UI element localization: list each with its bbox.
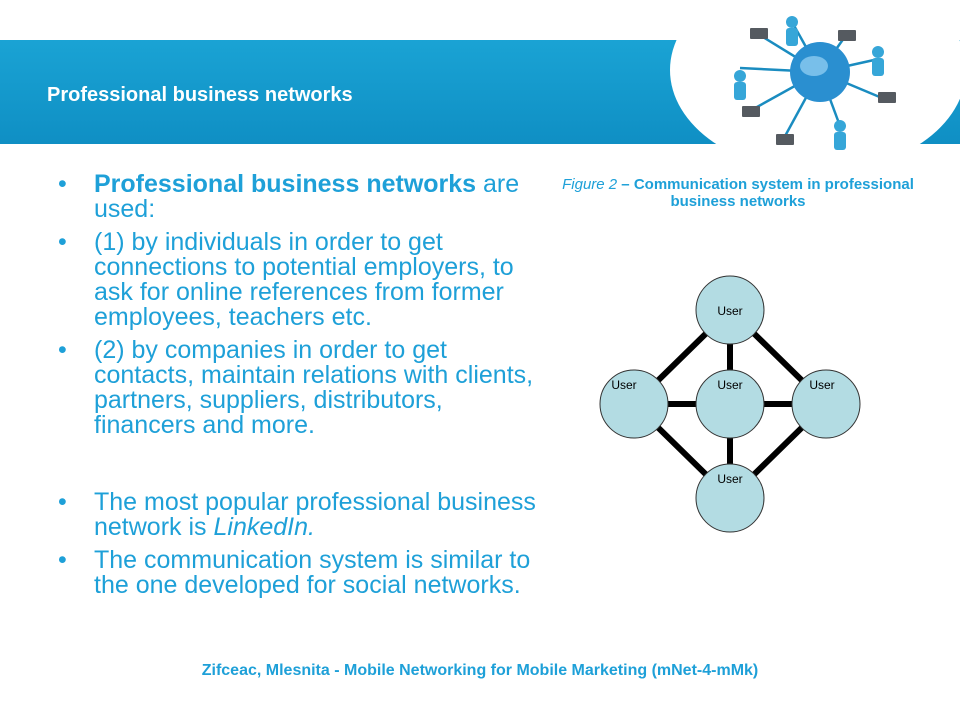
- bullet-text: The communication system is similar to t…: [94, 546, 531, 599]
- figure-caption: Figure 2 – Communication system in profe…: [548, 176, 928, 210]
- node-left-label: User: [611, 378, 636, 392]
- node-right-label: User: [809, 378, 834, 392]
- footer-citation: Zifceac, Mlesnita - Mobile Networking fo…: [201, 662, 759, 679]
- figure-label: Figure 2: [562, 176, 618, 193]
- node-top: [695, 275, 765, 345]
- bullet-bold-phrase: Professional business networks: [94, 170, 477, 198]
- slide-title: Professional business networks: [47, 84, 353, 106]
- node-center: [695, 369, 765, 439]
- bullet-item: Professional business networks are used:: [58, 172, 548, 222]
- bullet-item: The communication system is similar to t…: [58, 548, 548, 598]
- bullet-list: Professional business networks are used:…: [58, 172, 548, 606]
- bullet-item: (2) by companies in order to get contact…: [58, 338, 548, 438]
- bullet-item: The most popular professional business n…: [58, 490, 548, 540]
- node-center-label: User: [717, 378, 742, 392]
- node-bottom-label: User: [717, 472, 742, 486]
- bullet-text: The most popular professional business n…: [94, 488, 536, 541]
- node-top-label: User: [717, 304, 742, 318]
- network-diagram: User User User User User: [599, 275, 861, 533]
- bullet-text: (2) by companies in order to get contact…: [94, 336, 534, 439]
- figure-caption-text: – Communication system in professional b…: [617, 176, 914, 210]
- bullet-italic: LinkedIn.: [213, 513, 315, 541]
- node-left: [599, 369, 669, 439]
- bullet-item: (1) by individuals in order to get conne…: [58, 230, 548, 330]
- network-globe-illustration: [670, 0, 960, 168]
- bullet-text: are used:: [94, 170, 520, 223]
- node-right: [791, 369, 861, 439]
- bullet-text: (1) by individuals in order to get conne…: [94, 228, 514, 331]
- node-bottom: [695, 463, 765, 533]
